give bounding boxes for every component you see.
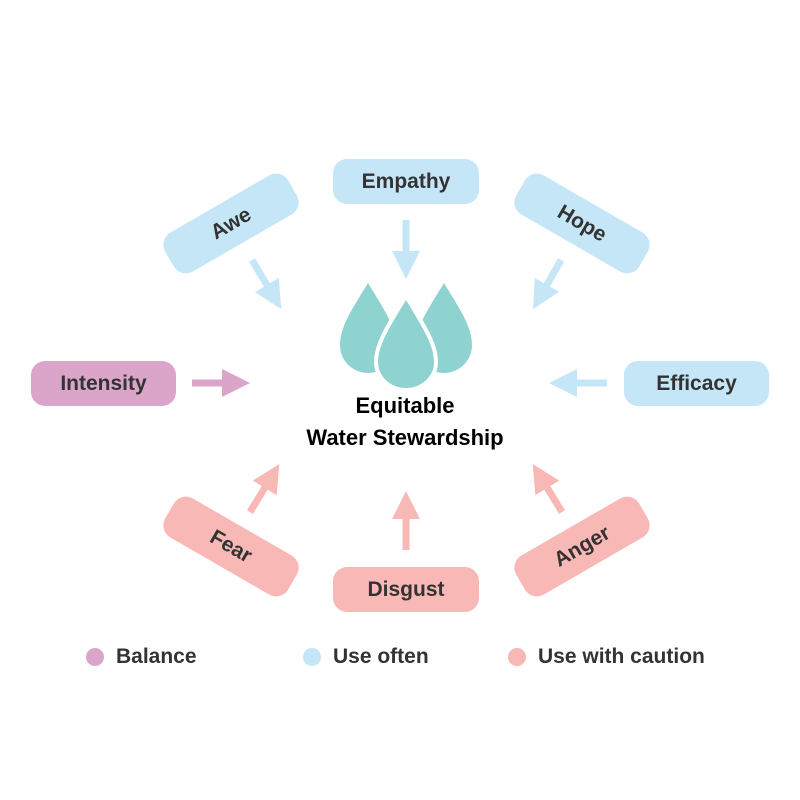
emotion-efficacy: Efficacy bbox=[624, 361, 769, 406]
emotion-label: Intensity bbox=[60, 371, 147, 395]
legend-item-use-with-caution: Use with caution bbox=[508, 645, 705, 669]
use-often-dot-icon bbox=[303, 648, 321, 666]
center-title-line1: Equitable bbox=[355, 393, 455, 418]
legend-label: Use often bbox=[333, 645, 429, 668]
center-title-line2: Water Stewardship bbox=[306, 425, 504, 450]
arrow-fear bbox=[247, 464, 280, 514]
emotion-label: Empathy bbox=[361, 169, 451, 193]
legend-item-use-often: Use often bbox=[303, 645, 429, 669]
arrow-awe bbox=[248, 258, 282, 310]
emotion-label: Disgust bbox=[367, 577, 445, 601]
legend-item-balance: Balance bbox=[86, 645, 197, 669]
emotion-label: Efficacy bbox=[656, 371, 737, 395]
balance-dot-icon bbox=[86, 648, 104, 666]
emotion-disgust: Disgust bbox=[333, 567, 479, 612]
legend-label: Use with caution bbox=[538, 645, 705, 668]
center-title: Equitable Water Stewardship bbox=[250, 390, 560, 454]
legend-label: Balance bbox=[116, 645, 197, 668]
water-drops-icon bbox=[340, 283, 472, 393]
emotion-label: Fear bbox=[206, 525, 257, 568]
emotion-label: Awe bbox=[206, 202, 256, 244]
arrow-anger bbox=[532, 464, 565, 514]
emotion-empathy: Empathy bbox=[333, 159, 479, 204]
arrow-hope bbox=[533, 258, 565, 310]
use-with-caution-dot-icon bbox=[508, 648, 526, 666]
emotion-intensity: Intensity bbox=[31, 361, 176, 406]
